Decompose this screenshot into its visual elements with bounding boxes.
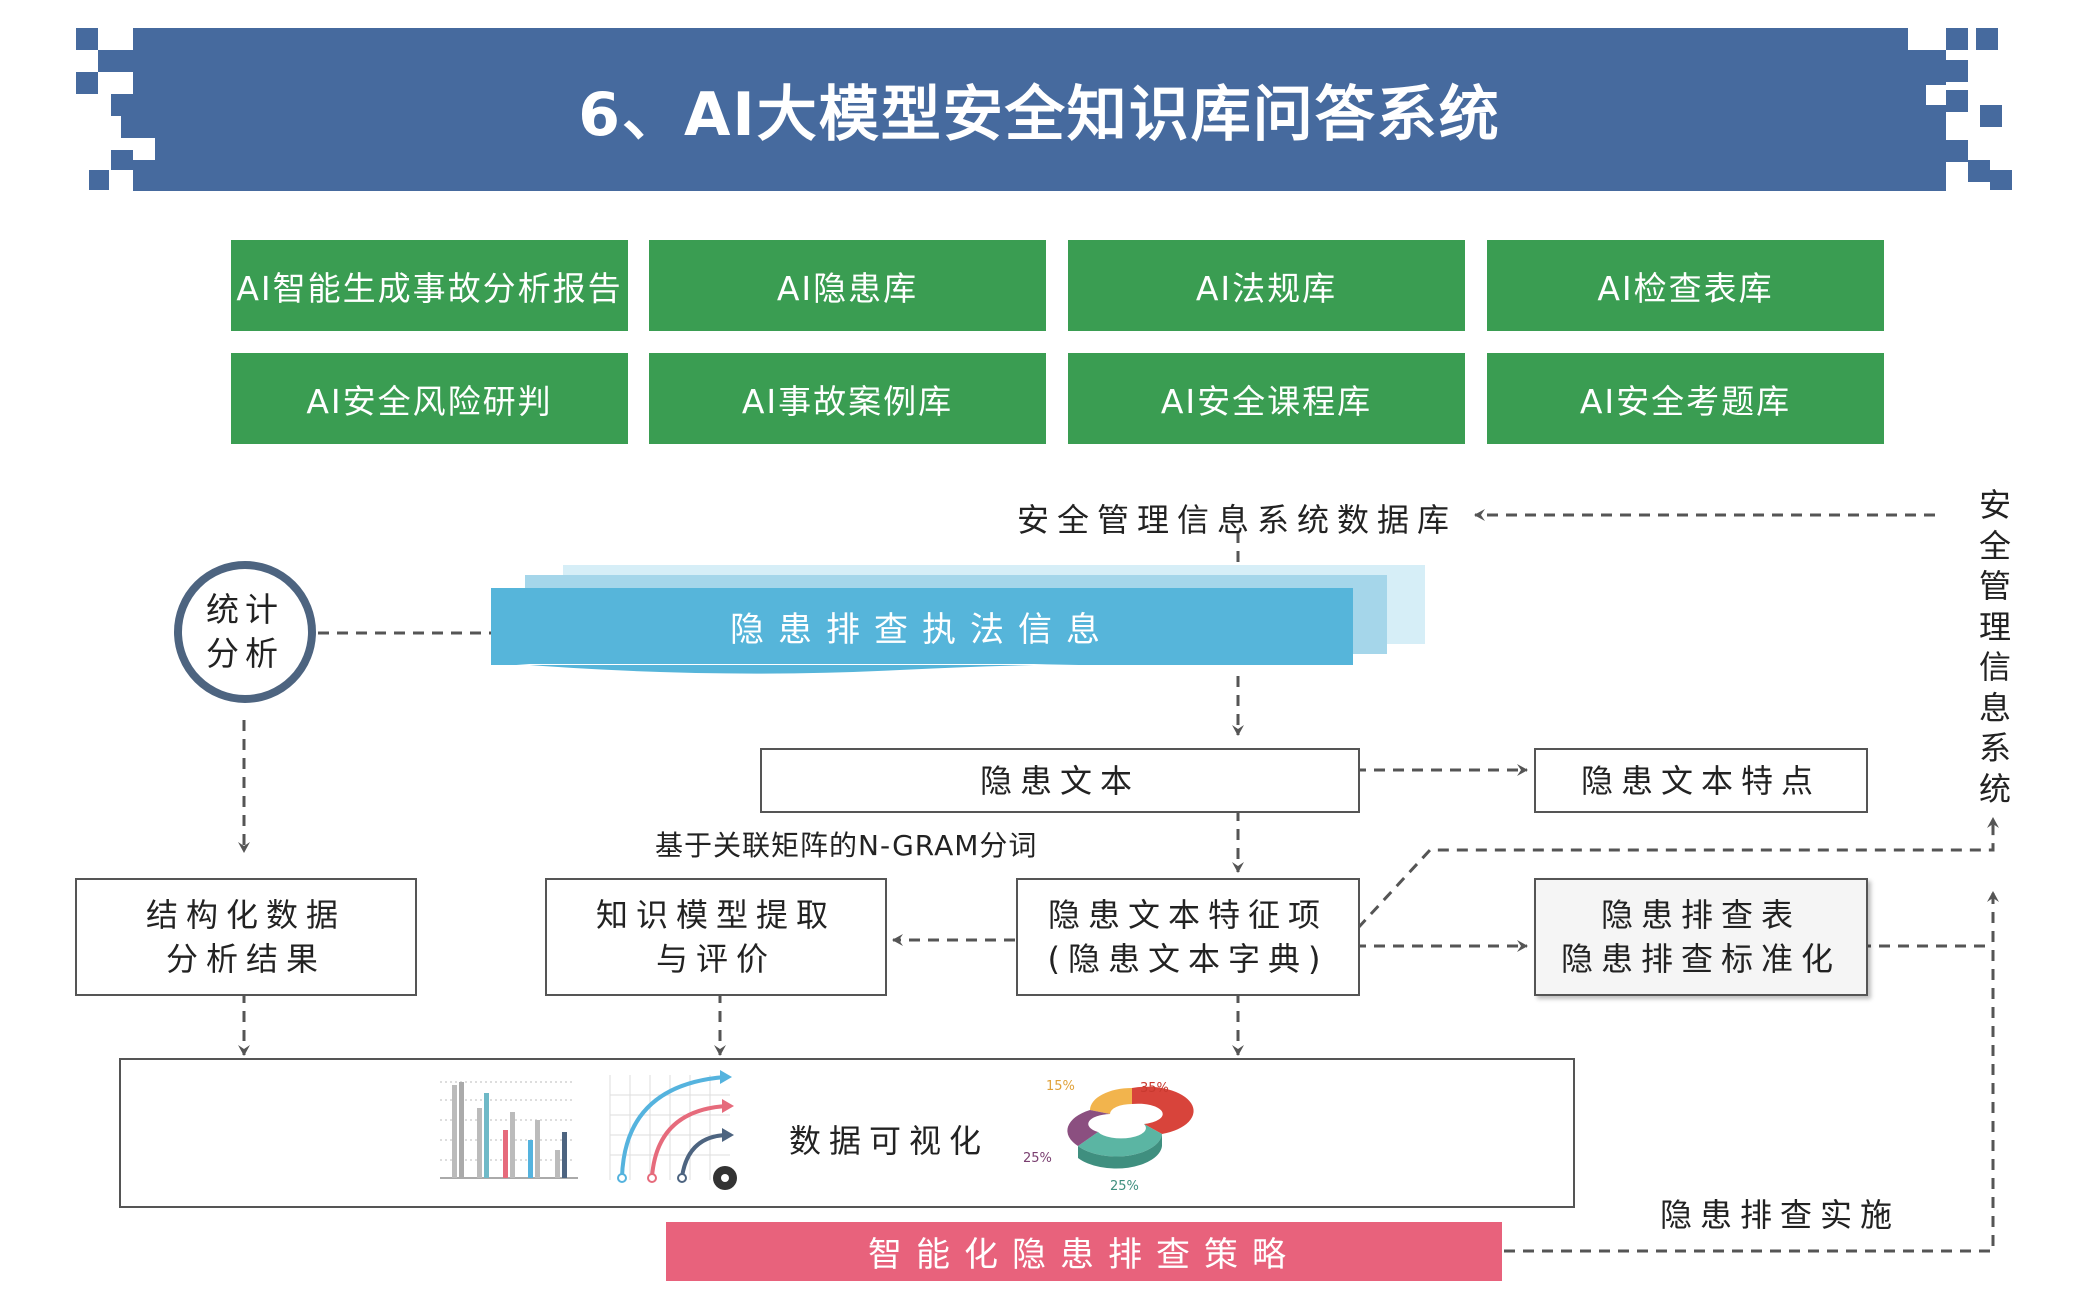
feature-items-line1: 隐患文本特征项 — [1047, 896, 1328, 934]
database-label: 安全管理信息系统数据库 — [1017, 501, 1458, 539]
ai-safety-exam-library-button[interactable]: AI安全考题库 — [1487, 353, 1884, 444]
growth-arrows-icon — [609, 1070, 737, 1190]
visualization-label: 数据可视化 — [789, 1122, 990, 1160]
line-feature-items-to-system — [1356, 817, 1999, 930]
ngram-label: 基于关联矩阵的N-GRAM分词 — [655, 829, 1038, 862]
ai-regulations-library-button[interactable]: AI法规库 — [1068, 240, 1465, 331]
structured-result-line1: 结构化数据 — [145, 896, 346, 934]
donut-chart-icon: 15% 35% 25% 25% — [1023, 1079, 1194, 1194]
visualization-box — [119, 1058, 1575, 1208]
donut-label-25a: 25% — [1023, 1151, 1052, 1166]
ai-checklist-library-button[interactable]: AI检查表库 — [1487, 240, 1884, 331]
ai-safety-course-library-button[interactable]: AI安全课程库 — [1068, 353, 1465, 444]
checklist-line1: 隐患排查表 — [1600, 896, 1801, 934]
feature-items-box: 隐患文本特征项 (隐患文本字典) — [1016, 878, 1360, 996]
hazard-text-label: 隐患文本 — [979, 761, 1140, 800]
knowledge-model-line1: 知识模型提取 — [595, 896, 836, 934]
hazard-enforcement-info: 隐患排查执法信息 — [491, 588, 1353, 664]
ai-accident-report-button[interactable]: AI智能生成事故分析报告 — [231, 240, 628, 331]
structured-result-line2: 分析结果 — [165, 940, 326, 978]
title-banner — [133, 28, 1946, 191]
side-system-label: 安全管理信息系统 — [1978, 486, 2011, 808]
ai-hazard-library-button[interactable]: AI隐患库 — [649, 240, 1046, 331]
donut-label-25b: 25% — [1110, 1179, 1139, 1194]
circle-line1: 统计 — [206, 590, 284, 629]
donut-label-15: 15% — [1046, 1079, 1075, 1094]
hazard-text-features-label: 隐患文本特点 — [1580, 761, 1821, 800]
smart-strategy-bar: 智能化隐患排查策略 — [666, 1222, 1502, 1281]
structured-result-box: 结构化数据 分析结果 — [75, 878, 417, 996]
statistics-circle: 统计 分析 — [174, 561, 316, 703]
checklist-line2: 隐患排查标准化 — [1560, 940, 1841, 978]
ai-accident-case-library-button[interactable]: AI事故案例库 — [649, 353, 1046, 444]
bar-chart-icon — [440, 1081, 578, 1179]
knowledge-model-box: 知识模型提取 与评价 — [545, 878, 887, 996]
page-title: 6、AI大模型安全知识库问答系统 — [578, 80, 1501, 150]
circle-line2: 分析 — [206, 634, 284, 673]
knowledge-model-line2: 与评价 — [655, 940, 776, 978]
feature-items-line2: (隐患文本字典) — [1047, 940, 1329, 978]
line-strategy-to-implementation — [1504, 891, 1999, 1253]
hazard-text-box: 隐患文本 — [760, 748, 1360, 813]
hazard-text-features-box: 隐患文本特点 — [1534, 748, 1868, 813]
implementation-label: 隐患排查实施 — [1660, 1196, 1901, 1234]
donut-label-35: 35% — [1140, 1081, 1169, 1096]
checklist-box: 隐患排查表 隐患排查标准化 — [1534, 878, 1868, 996]
ai-risk-assessment-button[interactable]: AI安全风险研判 — [231, 353, 628, 444]
